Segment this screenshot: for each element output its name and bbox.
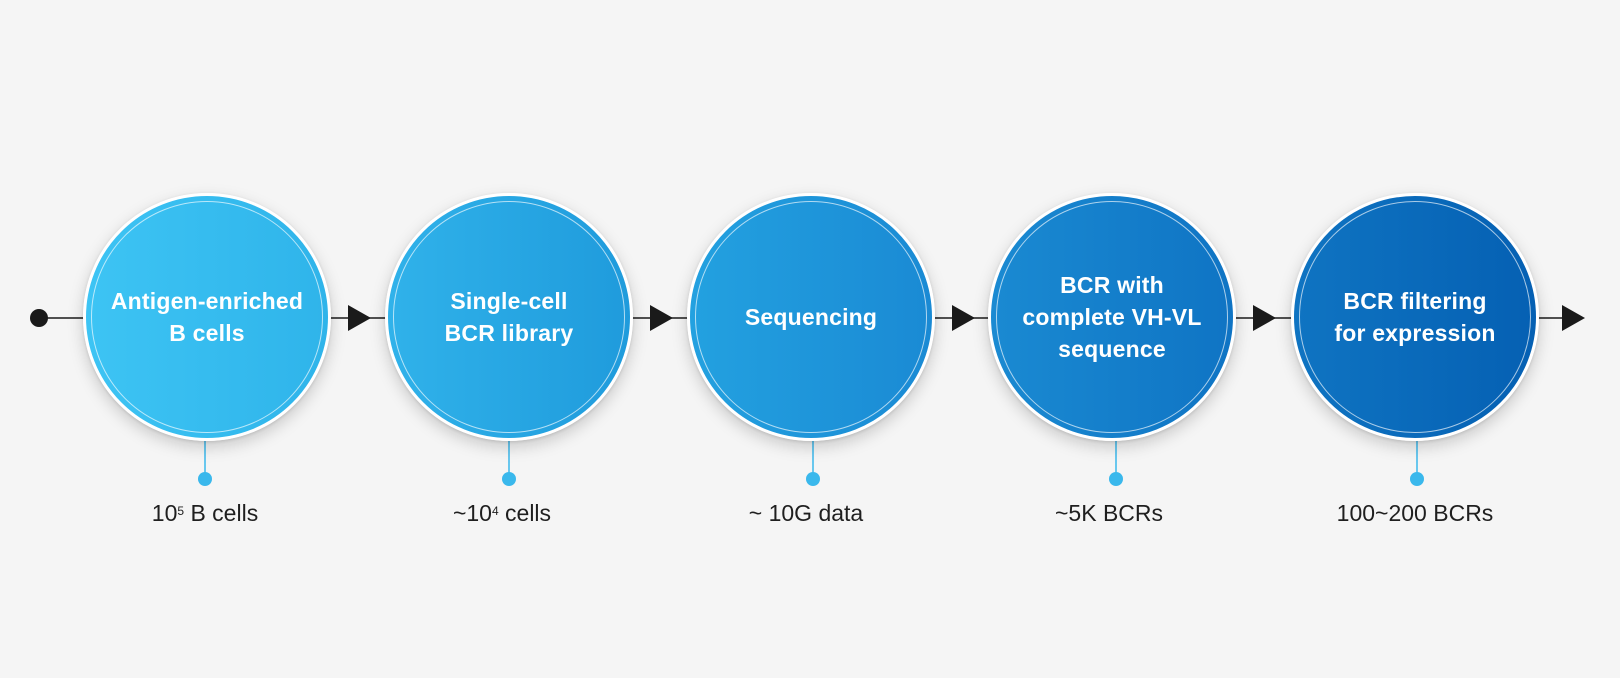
step-label: BCR with complete VH-VL sequence [1007,269,1217,365]
step-label: Sequencing [706,301,916,333]
arrow-1 [348,305,371,331]
step-label-line: BCR library [444,320,574,346]
arrow-3 [952,305,975,331]
step-label-line: BCR with [1060,272,1164,298]
step-circle: BCR filtering for expression [1291,193,1539,441]
step-sequencing: Sequencing [687,193,935,441]
stat-superscript: 4 [491,504,499,518]
step-bcr-complete: BCR with complete VH-VL sequence [988,193,1236,441]
step-label-line: for expression [1334,320,1496,346]
connector-4 [1109,441,1123,486]
step-label-line: Single-cell [450,288,568,314]
stat-suffix: cells [498,500,552,526]
stat-superscript: 5 [177,504,185,518]
step-circle: Single-cell BCR library [385,193,633,441]
step-label-line: B cells [169,320,245,346]
stat-prefix: ~5K BCRs [1054,500,1163,526]
stat-suffix: B cells [184,500,259,526]
step-antigen-enriched: Antigen-enriched B cells [83,193,331,441]
arrow-5 [1562,305,1585,331]
timeline-start-dot [30,309,48,327]
step-label: Antigen-enriched B cells [102,285,312,349]
stat-bcrs: ~5K BCRs [979,498,1239,528]
step-circle: Antigen-enriched B cells [83,193,331,441]
stat-prefix: ~10 [452,500,492,526]
step-circle: BCR with complete VH-VL sequence [988,193,1236,441]
step-circle: Sequencing [687,193,935,441]
stat-prefix: 10 [151,500,178,526]
stat-data: ~ 10G data [676,498,936,528]
connector-5 [1410,441,1424,486]
step-label-line: complete VH-VL [1022,304,1202,330]
step-single-cell-library: Single-cell BCR library [385,193,633,441]
step-label-line: Antigen-enriched [110,288,304,314]
step-label-line: Sequencing [744,304,878,330]
step-bcr-filtering: BCR filtering for expression [1291,193,1539,441]
arrow-4 [1253,305,1276,331]
connector-1 [198,441,212,486]
stat-cells: ~104 cells [372,498,632,528]
step-label: BCR filtering for expression [1310,285,1520,349]
connector-3 [806,441,820,486]
step-label: Single-cell BCR library [404,285,614,349]
stat-prefix: 100~200 BCRs [1336,500,1494,526]
step-label-line: BCR filtering [1343,288,1487,314]
stat-prefix: ~ 10G data [748,500,864,526]
step-label-line: sequence [1058,336,1166,362]
connector-2 [502,441,516,486]
stat-filtered-bcrs: 100~200 BCRs [1285,498,1545,528]
arrow-2 [650,305,673,331]
stat-b-cells: 105 B cells [75,498,335,528]
